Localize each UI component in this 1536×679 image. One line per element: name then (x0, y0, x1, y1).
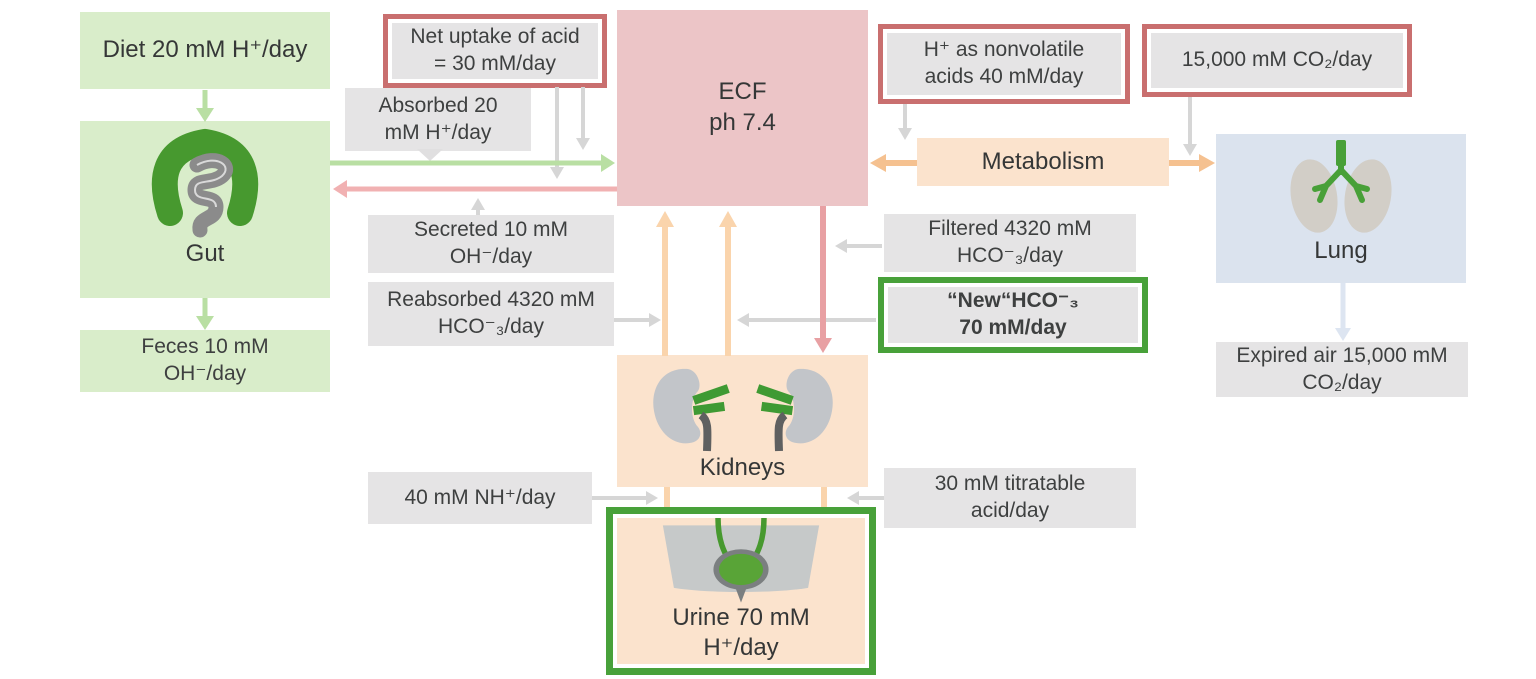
nonvolatile-label: H⁺ as nonvolatile acids 40 mM/day (923, 38, 1085, 88)
kidneys-icon (652, 368, 833, 452)
arrow-newhco3-left (737, 313, 876, 327)
arrow-reabsorbed-right (614, 313, 661, 327)
bladder-icon (662, 518, 820, 603)
feces-label: Feces 10 mM OH⁻/day (141, 335, 269, 385)
box-co2: 15,000 mM CO₂/day (1142, 24, 1412, 97)
co2-label: 15,000 mM CO₂/day (1181, 48, 1373, 72)
box-titratable: 30 mM titratable acid/day (884, 468, 1136, 528)
box-lung: Lung (1216, 134, 1466, 283)
arrow-filtered-left (835, 239, 882, 253)
filtered-label: Filtered 4320 mM HCO⁻₃/day (928, 217, 1092, 267)
arrow-kidneys-to-ecf-1 (656, 211, 674, 356)
gut-label: Gut (185, 240, 225, 267)
lung-icon (1290, 140, 1392, 233)
box-expired-air: Expired air 15,000 mM CO₂/day (1216, 342, 1468, 397)
box-reabsorbed: Reabsorbed 4320 mM HCO⁻₃/day (368, 282, 614, 346)
box-secreted: Secreted 10 mM OH⁻/day (368, 215, 614, 273)
arrow-gut-to-feces (196, 298, 214, 330)
box-net-uptake: Net uptake of acid = 30 mM/day (383, 14, 607, 88)
nh4-label: 40 mM NH⁺/day (404, 485, 556, 509)
expired-air-label: Expired air 15,000 mM CO₂/day (1236, 343, 1448, 394)
box-new-hco3: “New“HCO⁻₃ 70 mM/day (878, 277, 1148, 353)
box-filtered: Filtered 4320 mM HCO⁻₃/day (884, 214, 1136, 272)
arrow-netuptake-to-green-line (576, 87, 590, 150)
arrow-metabolism-to-ecf (870, 154, 917, 172)
gut-icon (151, 128, 259, 238)
box-feces: Feces 10 mM OH⁻/day (80, 330, 330, 392)
absorbed-label: Absorbed 20 mM H⁺/day (378, 93, 498, 144)
box-gut: Gut (80, 121, 330, 298)
secreted-label: Secreted 10 mM OH⁻/day (413, 218, 569, 268)
box-kidneys: Kidneys (617, 355, 868, 487)
net-uptake-label: Net uptake of acid = 30 mM/day (410, 25, 580, 75)
titratable-label: 30 mM titratable acid/day (934, 472, 1086, 522)
urine-label: Urine 70 mM H⁺/day (672, 603, 810, 662)
box-diet: Diet 20 mM H⁺/day (80, 12, 330, 89)
box-nonvolatile-acids: H⁺ as nonvolatile acids 40 mM/day (878, 24, 1130, 104)
arrow-kidneys-to-ecf-2 (719, 211, 737, 356)
reabsorbed-label: Reabsorbed 4320 mM HCO⁻₃/day (387, 288, 595, 338)
diet-label: Diet 20 mM H⁺/day (102, 36, 308, 64)
ecf-label: ECF ph 7.4 (709, 78, 776, 136)
arrow-ecf-to-gut (333, 180, 617, 198)
arrow-nonvolatile-down (898, 104, 912, 140)
arrow-ecf-to-kidneys (814, 206, 832, 353)
box-metabolism: Metabolism (917, 138, 1169, 186)
new-hco3-label: “New“HCO⁻₃ 70 mM/day (947, 289, 1079, 339)
arrow-lung-to-expired (1335, 283, 1351, 341)
box-nh4: 40 mM NH⁺/day (368, 472, 592, 524)
kidneys-label: Kidneys (699, 454, 786, 481)
box-ecf: ECF ph 7.4 (617, 10, 868, 206)
arrow-secreted-up (471, 198, 485, 215)
arrow-nh4-right (592, 491, 658, 505)
arrow-gut-to-ecf (330, 154, 615, 172)
lung-label: Lung (1314, 237, 1368, 264)
arrow-metabolism-to-lung (1169, 154, 1215, 172)
arrow-diet-to-gut (196, 90, 214, 122)
arrow-titratable-left (847, 491, 884, 505)
arrow-netuptake-to-pink-line (550, 87, 564, 179)
arrow-co2-down (1183, 97, 1197, 156)
metabolism-label: Metabolism (981, 147, 1105, 175)
box-absorbed: Absorbed 20 mM H⁺/day (345, 88, 531, 151)
box-urine: Urine 70 mM H⁺/day (606, 507, 876, 675)
